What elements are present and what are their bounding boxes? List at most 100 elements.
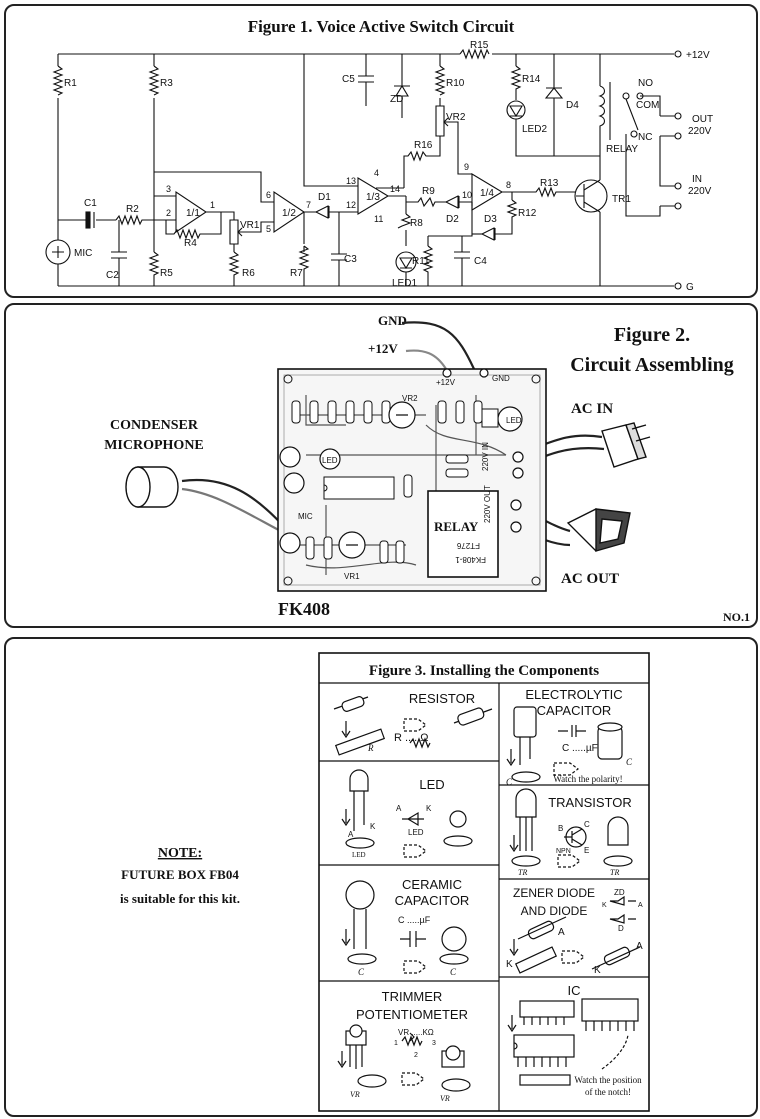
led-k-label: K xyxy=(426,804,432,813)
transistor-c-label: C xyxy=(584,820,590,829)
label-tr1: TR1 xyxy=(612,194,631,205)
led-mark: LED xyxy=(352,851,366,859)
zener-a-pin: A xyxy=(558,927,565,938)
ic-cell: IC Watch the position of the notch! xyxy=(507,983,642,1097)
note-line2: is suitable for this kit. xyxy=(120,891,240,906)
sheet-number: NO.1 xyxy=(723,610,750,624)
label-r15: R15 xyxy=(470,40,489,51)
figure3-panel: NOTE: FUTURE BOX FB04 is suitable for th… xyxy=(4,637,758,1117)
pin-label: 6 xyxy=(266,190,271,200)
label-r13: R13 xyxy=(540,178,559,189)
ground-label: G xyxy=(686,282,694,293)
note-block: NOTE: FUTURE BOX FB04 is suitable for th… xyxy=(120,846,240,906)
pcb-board: +12V GND VR2 VR1 LED LED MIC 220V IN 220… xyxy=(277,368,547,592)
label-d3: D3 xyxy=(484,214,497,225)
diode-k-pin: K xyxy=(594,965,601,976)
label-r9: R9 xyxy=(422,186,435,197)
figure3-title: Figure 3. Installing the Components xyxy=(369,663,599,679)
ceramic-mark-left: C xyxy=(358,967,365,977)
label-r11: R11 xyxy=(412,256,430,267)
figure1-panel: Figure 1. Voice Active Switch Circuit xyxy=(4,4,758,298)
figure2-title-line1: Figure 2. xyxy=(614,324,690,346)
label-r8: R8 xyxy=(410,218,423,229)
label-no: NO xyxy=(638,78,653,89)
pin-label: 2 xyxy=(166,208,171,218)
mic-label-line1: CONDENSER xyxy=(110,418,199,433)
relay-board-label: RELAY xyxy=(434,519,479,534)
label-com: COM xyxy=(636,100,659,111)
pin-label: 11 xyxy=(374,214,383,224)
label-r6: R6 xyxy=(242,268,255,279)
led-board-label: LED xyxy=(322,456,338,465)
gnd-wire-label: GND xyxy=(378,313,407,328)
ic-note-line2: of the notch! xyxy=(585,1087,631,1097)
trimmer-pin2: 2 xyxy=(414,1052,418,1059)
zener-title-line1: ZENER DIODE xyxy=(513,886,595,900)
label-mic: MIC xyxy=(74,248,92,259)
pin-label: 13 xyxy=(346,176,356,186)
label-led1: LED1 xyxy=(392,278,417,289)
label-r4: R4 xyxy=(184,238,197,249)
label-nc: NC xyxy=(638,132,652,143)
label-c3: C3 xyxy=(344,254,357,265)
pin-label: 3 xyxy=(166,184,171,194)
zener-zd-label: ZD xyxy=(614,888,625,897)
relay-mark-2: FK408-1 xyxy=(455,555,486,564)
label-relay: RELAY xyxy=(606,144,638,155)
label-r14: R14 xyxy=(522,74,541,85)
transistor-e-label: E xyxy=(584,846,589,855)
resistor-formula: R .....Ω xyxy=(394,732,429,744)
label-ic3: 1/3 xyxy=(366,192,380,203)
transistor-b-label: B xyxy=(558,824,563,833)
zener-title-line2: AND DIODE xyxy=(521,904,588,918)
resistor-title: RESISTOR xyxy=(409,691,475,706)
label-d4: D4 xyxy=(566,100,579,111)
label-r7: R7 xyxy=(290,268,303,279)
trimmer-title-line1: TRIMMER xyxy=(382,989,443,1004)
out220-board-label: 220V OUT xyxy=(483,485,492,523)
transistor-mark-right: TR xyxy=(610,868,619,877)
electrolytic-mark-right: C xyxy=(626,757,633,767)
zener-k-pin: K xyxy=(506,959,513,970)
ac-in-plug xyxy=(601,422,651,468)
mic-wire-grey xyxy=(181,487,289,536)
mic-board-label: MIC xyxy=(298,512,313,521)
label-c2: C2 xyxy=(106,270,119,281)
components-diagram: NOTE: FUTURE BOX FB04 is suitable for th… xyxy=(120,652,650,1112)
electrolytic-note: Watch the polarity! xyxy=(553,774,622,784)
electrolytic-mark-left: C xyxy=(506,777,513,787)
figure2-panel: Figure 2. Circuit Assembling GND +12V CO… xyxy=(4,303,758,628)
ac-out-socket xyxy=(566,508,631,552)
pad-gnd-label: GND xyxy=(492,374,510,383)
gnd-wire xyxy=(401,321,475,370)
resistor-cell: RESISTOR R .....Ω R xyxy=(333,691,493,756)
led-a-pin: A xyxy=(348,830,354,839)
ceramic-mark-right: C xyxy=(450,967,457,977)
label-r5: R5 xyxy=(160,268,173,279)
led-cell: LED A K A K LED LED xyxy=(341,769,473,859)
label-led2: LED2 xyxy=(522,124,547,135)
trimmer-title-line2: POTENTIOMETER xyxy=(356,1007,468,1022)
electrolytic-capacitor-cell: ELECTROLYTIC CAPACITOR C .....µF C C Wat… xyxy=(506,687,633,787)
transistor-npn-label: NPN xyxy=(556,848,571,855)
electrolytic-title-line2: CAPACITOR xyxy=(537,703,612,718)
label-zd: ZD xyxy=(390,94,403,105)
note-heading: NOTE: xyxy=(158,846,202,861)
label-r16: R16 xyxy=(414,140,433,151)
label-ic1: 1/1 xyxy=(186,208,200,219)
mic-wire-black xyxy=(181,478,289,532)
zener-d-label: D xyxy=(618,924,624,933)
transistor-title: TRANSISTOR xyxy=(548,795,632,810)
led2-board-label: LED xyxy=(506,416,522,425)
pin-label: 1 xyxy=(210,200,215,210)
trimmer-potentiometer-cell: TRIMMER POTENTIOMETER VR .....KΩ 1 2 3 V… xyxy=(337,989,471,1103)
vr1-board-label: VR1 xyxy=(344,572,360,581)
trimmer-formula: VR .....KΩ xyxy=(398,1028,434,1037)
transistor-cell: TRANSISTOR B C E NPN TR TR xyxy=(509,788,633,877)
relay-mark-1: FT276 xyxy=(456,541,480,550)
pin-label: 14 xyxy=(390,184,400,194)
pin-label: 12 xyxy=(346,200,356,210)
trimmer-pin3: 3 xyxy=(432,1040,436,1047)
led-a-label: A xyxy=(396,804,402,813)
ceramic-title-line1: CERAMIC xyxy=(402,877,462,892)
